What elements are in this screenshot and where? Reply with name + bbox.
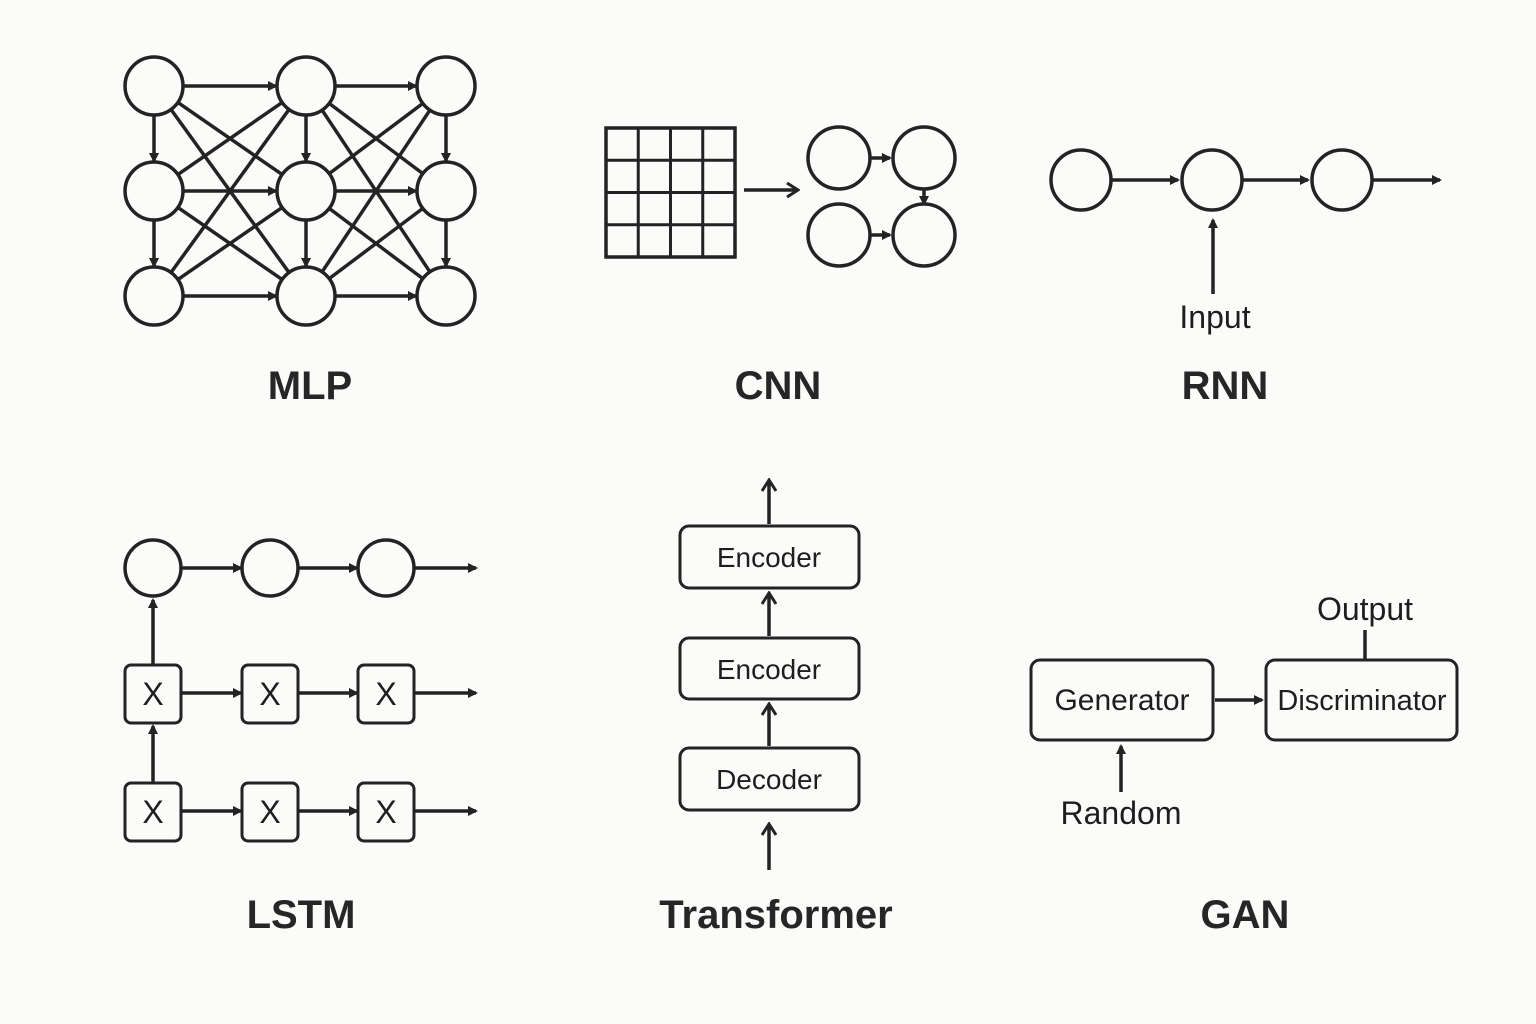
encoder-block-middle-label: Encoder — [717, 654, 821, 685]
lstm-gate-symbol: X — [259, 676, 280, 712]
lstm-gate-box — [240, 781, 300, 843]
cnn-feature-node — [891, 125, 957, 191]
lstm-gate-box — [356, 663, 416, 725]
mlp-node — [123, 55, 185, 117]
mlp-edge — [328, 102, 424, 176]
lstm-gate-box — [356, 781, 416, 843]
mlp-node — [275, 160, 337, 222]
mlp-node — [415, 265, 477, 327]
transformer-title: Transformer — [659, 893, 892, 937]
generator-label: Generator — [1054, 684, 1189, 717]
rnn-input-label: Input — [1179, 299, 1250, 335]
discriminator-block — [1264, 658, 1459, 742]
mlp-edge — [328, 207, 424, 281]
mlp-node — [275, 265, 337, 327]
lstm-hidden-node — [123, 538, 183, 598]
gan-random-label: Random — [1061, 795, 1182, 831]
mlp-edge — [169, 109, 290, 274]
gan-output-label: Output — [1317, 591, 1413, 627]
cnn-feature-node — [891, 202, 957, 268]
cnn-diagram: CNN — [604, 125, 957, 408]
cnn-title: CNN — [735, 364, 822, 408]
lstm-gate-box — [123, 663, 183, 725]
rnn-title: RNN — [1182, 364, 1269, 408]
mlp-node — [415, 160, 477, 222]
mlp-edge — [176, 101, 283, 176]
rnn-node — [1049, 148, 1113, 212]
mlp-node — [123, 265, 185, 327]
lstm-gate-symbol: X — [142, 676, 163, 712]
cnn-input-grid — [604, 126, 737, 259]
lstm-edges — [148, 563, 478, 816]
lstm-cells: X X X X X X — [123, 538, 416, 843]
discriminator-label: Discriminator — [1277, 685, 1447, 717]
gan-title: GAN — [1201, 893, 1290, 937]
gan-diagram: Output Generator Discriminator Random GA… — [1029, 591, 1459, 937]
mlp-diagram: MLP — [123, 55, 477, 408]
mlp-nodes — [123, 55, 477, 327]
lstm-gate-box — [123, 781, 183, 843]
mlp-edge — [320, 109, 431, 273]
encoder-block-middle — [678, 636, 861, 701]
lstm-gate-symbol: X — [375, 676, 396, 712]
mlp-edges — [149, 81, 451, 301]
decoder-block — [678, 746, 861, 812]
lstm-hidden-node — [240, 538, 300, 598]
encoder-block-top-label: Encoder — [717, 542, 821, 573]
lstm-gate-box — [240, 663, 300, 725]
lstm-title: LSTM — [247, 893, 356, 937]
decoder-block-label: Decoder — [716, 764, 822, 795]
lstm-gate-symbol: X — [375, 794, 396, 830]
mlp-node — [123, 160, 185, 222]
lstm-hidden-node — [356, 538, 416, 598]
rnn-node — [1180, 148, 1244, 212]
generator-block — [1029, 658, 1215, 742]
cnn-feature-node — [806, 202, 872, 268]
lstm-gate-symbol: X — [142, 794, 163, 830]
mlp-node — [415, 55, 477, 117]
mlp-title: MLP — [268, 364, 352, 408]
mlp-node — [275, 55, 337, 117]
lstm-gate-symbol: X — [259, 794, 280, 830]
rnn-node — [1310, 148, 1374, 212]
transformer-diagram: Encoder Encoder Decoder Transformer — [659, 480, 893, 937]
encoder-block-top — [678, 524, 861, 590]
rnn-diagram: Input RNN — [1049, 148, 1442, 408]
lstm-diagram: X X X X X X LSTM — [123, 538, 478, 937]
cnn-feature-maps — [806, 125, 957, 268]
cnn-feature-node — [806, 125, 872, 191]
mlp-edge — [176, 206, 283, 281]
